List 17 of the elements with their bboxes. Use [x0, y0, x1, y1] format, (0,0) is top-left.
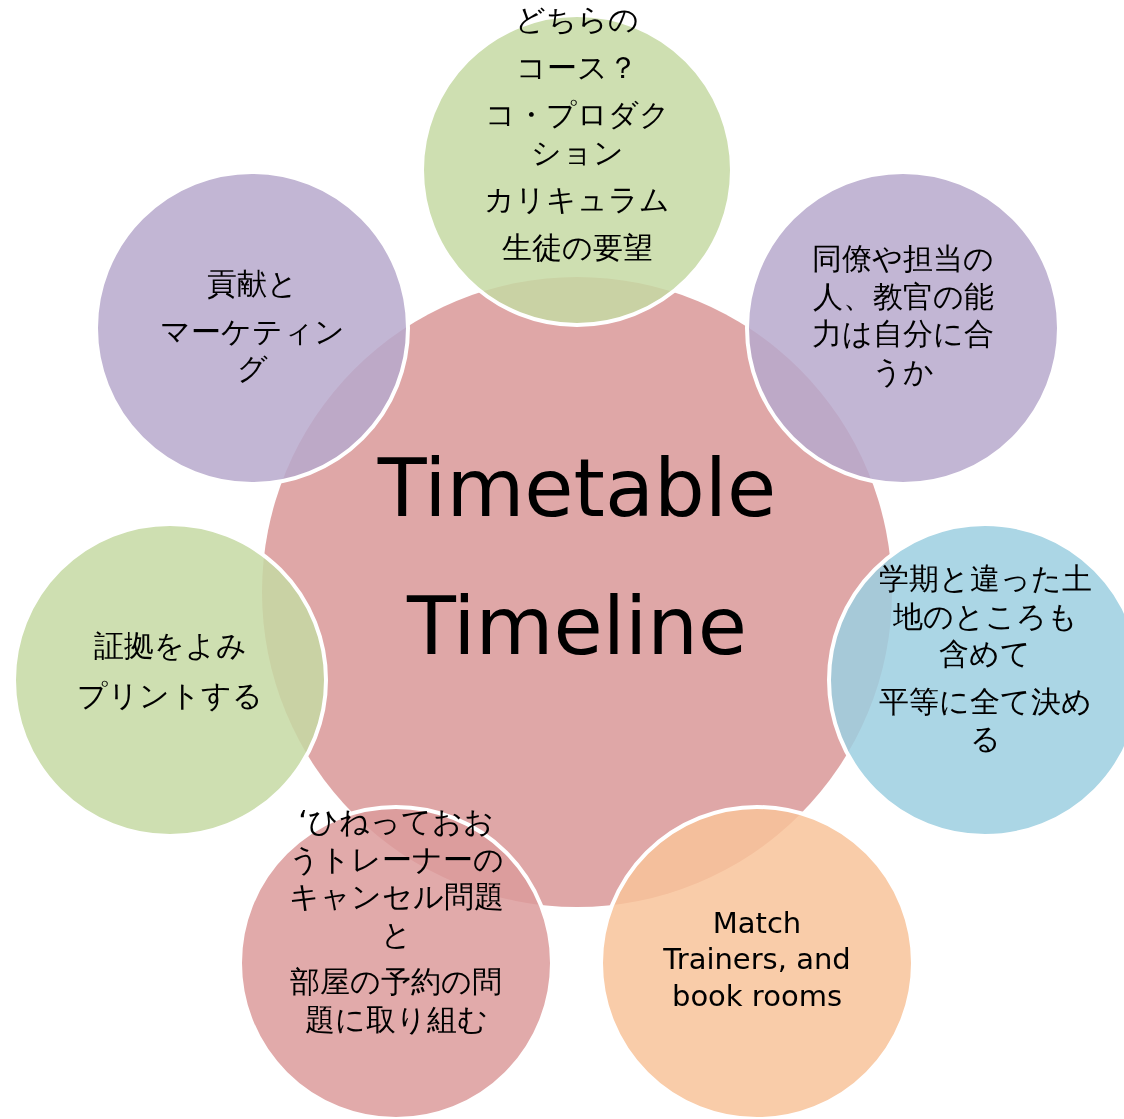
topic-text: マーケティング — [158, 312, 346, 388]
center-title: Timeline — [406, 579, 748, 675]
topic-text: プリントする — [77, 676, 263, 714]
topic-text: 学期と違った土地のところも含めて — [878, 560, 1092, 673]
topic-text: 生徒の要望 — [501, 228, 653, 266]
topic-text: Match Trainers, and book rooms — [662, 905, 852, 1014]
topic-text: カリキュラム — [484, 181, 670, 219]
topic-text: コ・プロダクション — [483, 96, 671, 171]
topic-text: 平等に全て決める — [878, 682, 1092, 758]
topic-text: どちらの — [515, 1, 639, 39]
topic-text: 部屋の予約の問題に取り組む — [289, 963, 503, 1038]
topic-text: 貢献と — [206, 265, 298, 303]
center-title: Timetable — [377, 441, 777, 537]
topic-text: コース？ — [516, 48, 638, 86]
topic-text: ‘ひねっておおうトレーナーのキャンセル問題と — [287, 803, 505, 953]
topic-text: 同僚や担当の人、教官の能力は自分に合うか — [811, 240, 995, 390]
topic-text: 証拠をよみ — [93, 627, 247, 665]
